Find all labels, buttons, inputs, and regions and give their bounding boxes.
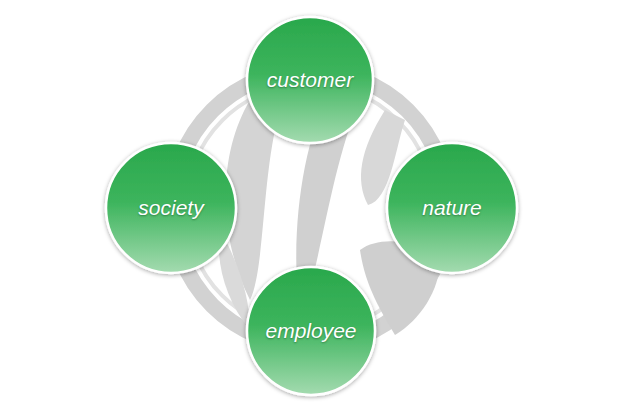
circle-fill <box>106 143 236 273</box>
circle-label: employee <box>265 319 356 343</box>
circle-label: customer <box>267 68 353 92</box>
circle-fill <box>247 17 373 143</box>
stakeholder-circle: customer <box>245 15 375 145</box>
stakeholder-circle: employee <box>245 265 377 397</box>
circle-fill <box>247 267 375 395</box>
stakeholder-circle: society <box>104 141 238 275</box>
stakeholder-circle: nature <box>385 141 519 275</box>
circle-label: society <box>138 196 203 220</box>
circle-fill <box>387 143 517 273</box>
circle-label: nature <box>422 196 482 220</box>
